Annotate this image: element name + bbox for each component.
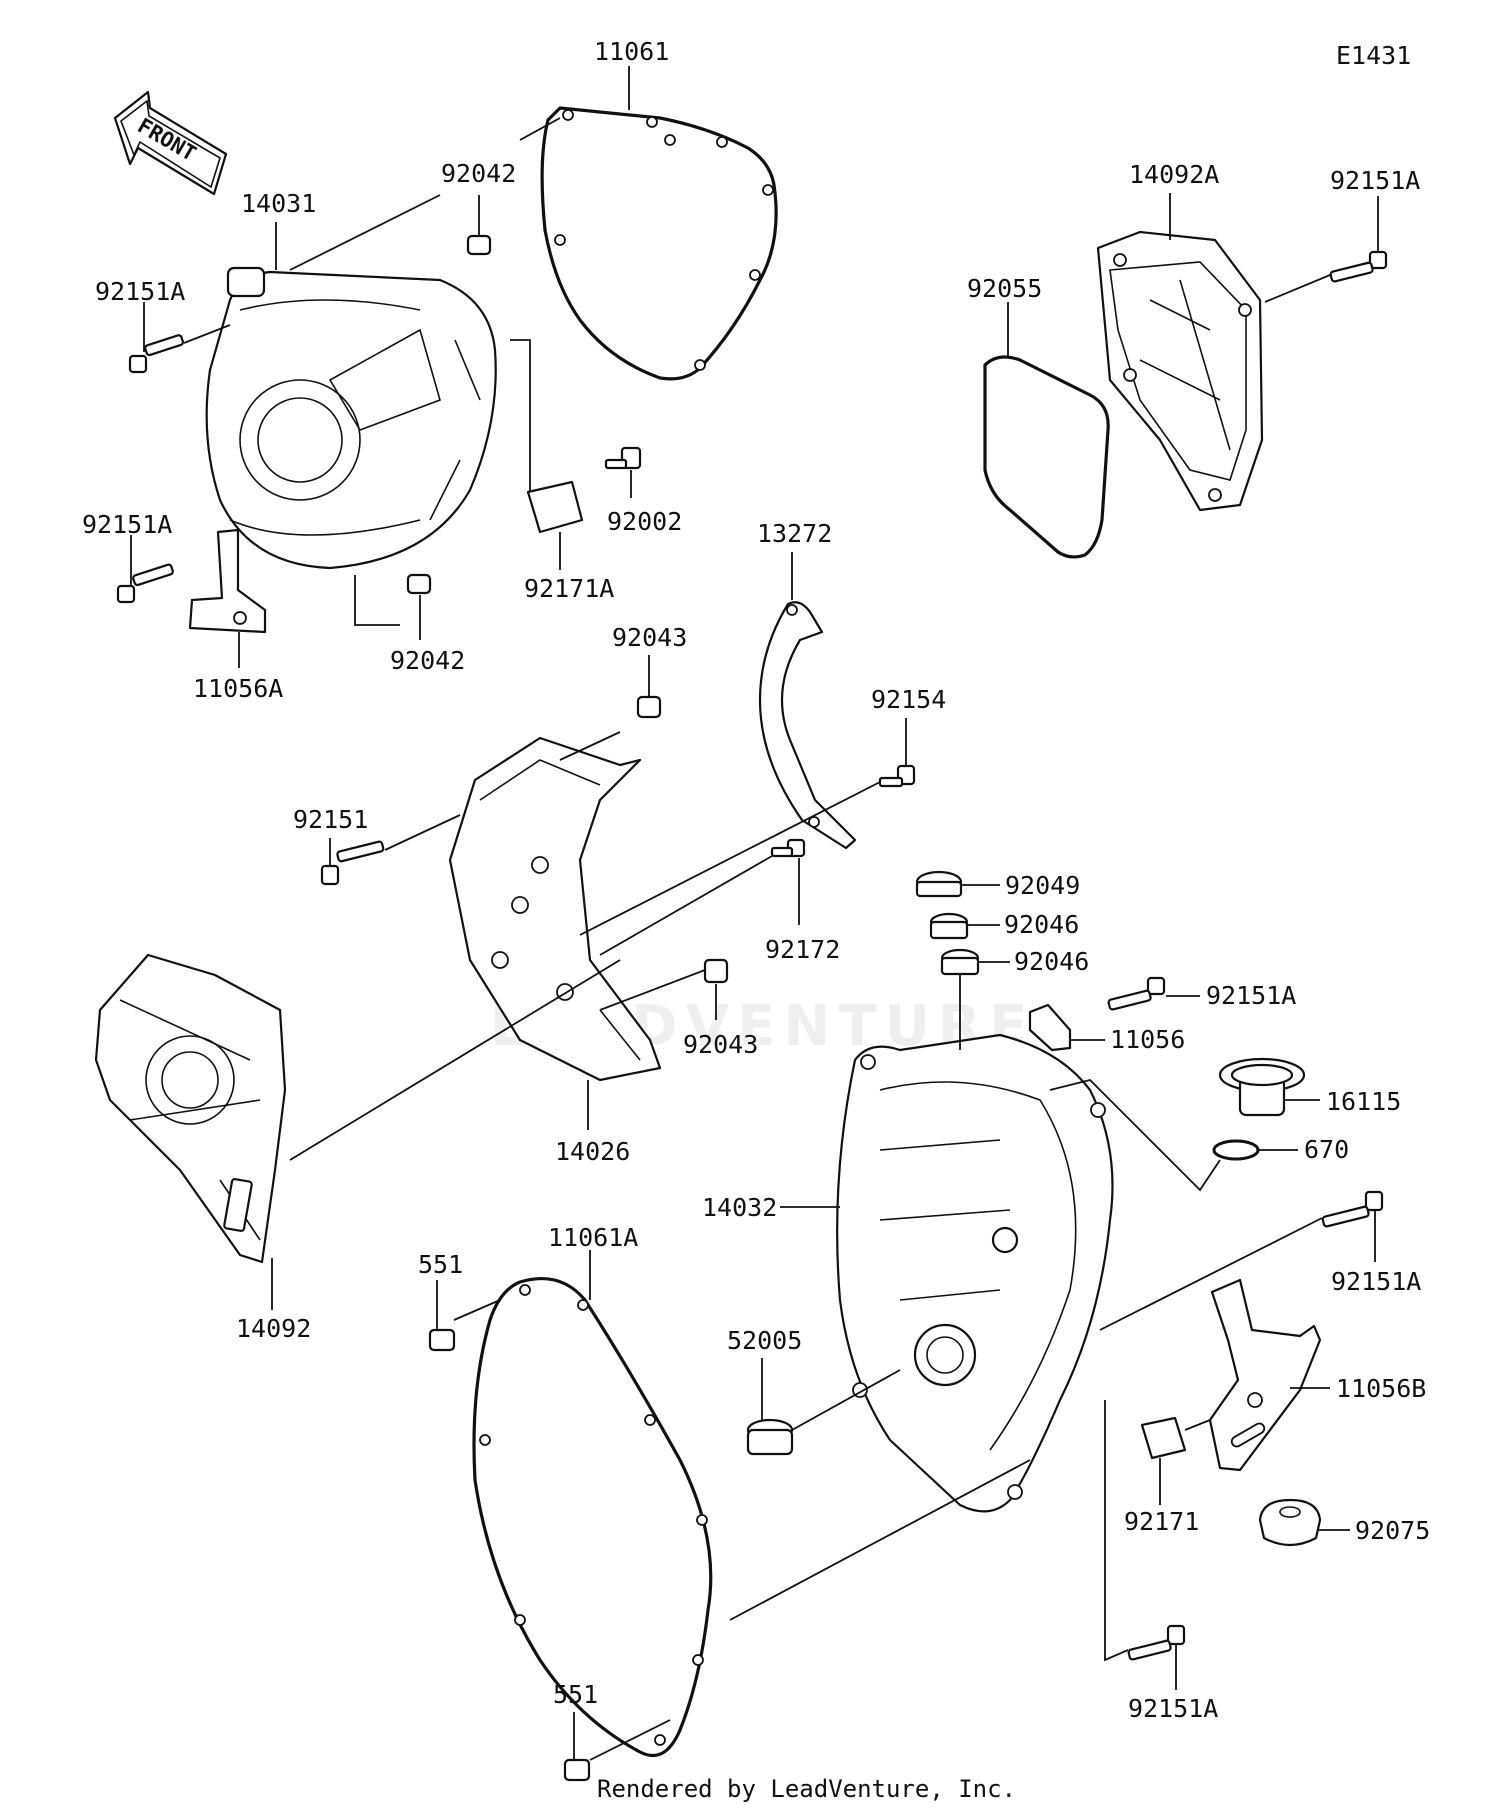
cover-14026 [448,736,662,1082]
label-92171A: 92171A [524,574,614,603]
gasket-11061-bolt-holes [554,109,774,371]
label-551-top: 551 [418,1250,463,1279]
cover-14032 [836,1033,1114,1513]
bearing-92046-a [929,912,969,940]
label-670: 670 [1304,1135,1349,1164]
seal-92049 [915,870,963,898]
bracket-11056B [1208,1278,1322,1472]
bolt-92151A-left-upper [128,334,185,374]
dowel-92042-bottom [406,573,432,595]
bolt-92151A-left-lower [116,563,174,604]
label-92172: 92172 [765,935,840,964]
bolt-92151A-top-right [1329,250,1388,283]
screw-92172 [770,838,806,858]
gasket-11061A [472,1277,713,1758]
grommet-92075 [1258,1498,1322,1547]
o-ring-670 [1212,1139,1260,1161]
label-14031: 14031 [241,189,316,218]
bearing-92046-b [940,948,980,976]
gasket-92055 [983,355,1110,559]
label-14026: 14026 [555,1137,630,1166]
label-16115: 16115 [1326,1087,1401,1116]
diagram-code: E1431 [1336,41,1411,70]
label-92171: 92171 [1124,1507,1199,1536]
label-11061A: 11061A [548,1223,638,1252]
label-551-bottom: 551 [553,1680,598,1709]
leader-lines [130,66,1379,1761]
cover-14092A [1096,230,1264,512]
front-arrow-icon: FRONT [113,90,228,196]
bolt-92151A-mid-right [1107,976,1166,1011]
label-14092A: 14092A [1129,160,1219,189]
label-92046-a: 92046 [1004,910,1079,939]
label-52005: 52005 [727,1326,802,1355]
gasket-11061A-bolt-holes [479,1284,708,1746]
dowel-92043-bottom [703,958,729,984]
dowel-551-bottom [563,1758,591,1782]
label-92151A-4: 92151A [1206,981,1296,1010]
dowel-92043-top [636,695,662,719]
plate-13272 [758,601,857,850]
cap-16115 [1218,1057,1306,1117]
dowel-92042-top [466,234,492,256]
label-92043-bottom: 92043 [683,1030,758,1059]
label-11056B: 11056B [1336,1374,1426,1403]
label-92042-top: 92042 [441,159,516,188]
label-92046-b: 92046 [1014,947,1089,976]
label-92151A-2: 92151A [82,510,172,539]
label-92151A-3: 92151A [1330,166,1420,195]
cover-14092 [94,953,287,1264]
label-14092: 14092 [236,1314,311,1343]
label-92151A-5: 92151A [1331,1267,1421,1296]
clip-92171 [1140,1416,1187,1460]
label-11056: 11056 [1110,1025,1185,1054]
bolt-92151A-bottom [1127,1624,1186,1661]
label-92075: 92075 [1355,1516,1430,1545]
label-92151A-6: 92151A [1128,1694,1218,1723]
bolt-92151 [320,840,385,886]
label-11056A: 11056A [193,674,283,703]
bracket-11056A [188,528,267,634]
label-92154: 92154 [871,685,946,714]
part-labels: E1431 11061 92042 14031 92151A 92151A 92… [82,37,1430,1723]
clip-92171A [526,480,584,534]
label-92049: 92049 [1005,871,1080,900]
plug-52005 [746,1418,794,1456]
label-13272: 13272 [757,519,832,548]
dowel-551-top [428,1328,456,1352]
cover-14031 [205,266,497,570]
clamp-11056 [1028,1003,1072,1052]
label-92002: 92002 [607,507,682,536]
label-92043-top: 92043 [612,623,687,652]
label-92151: 92151 [293,805,368,834]
screw-92002 [604,446,642,470]
label-92055: 92055 [967,274,1042,303]
gasket-11061 [540,106,778,381]
label-92042-bottom: 92042 [390,646,465,675]
label-14032: 14032 [702,1193,777,1222]
bolt-92154 [878,764,916,788]
footer-credit: Rendered by LeadVenture, Inc. [597,1775,1016,1803]
bolt-92151A-lower-right [1321,1190,1384,1228]
label-11061: 11061 [594,37,669,66]
label-92151A-1: 92151A [95,277,185,306]
